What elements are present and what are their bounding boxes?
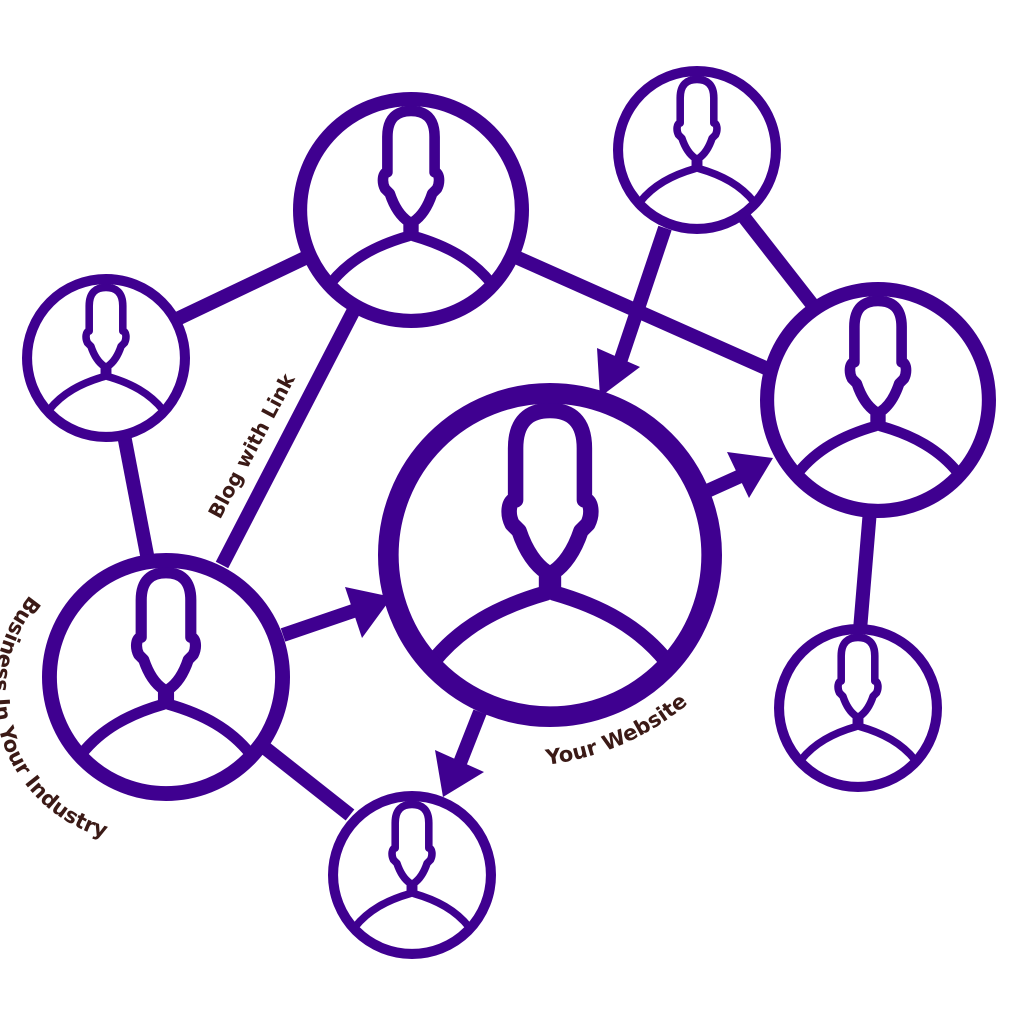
person-icon (300, 99, 522, 321)
arrow-head-bottomleft-center (345, 587, 392, 638)
edge-right-bottomright (853, 509, 877, 631)
edge-bottomleft-bottom (250, 734, 355, 821)
nodes (27, 71, 989, 954)
node-bottom-left (49, 560, 282, 793)
edges (117, 207, 877, 821)
node-bottom (333, 796, 491, 954)
edge-center-right (702, 467, 748, 499)
person-icon (618, 71, 776, 229)
edge-topright-center (611, 225, 672, 371)
edge-left-bottomleft (117, 433, 155, 562)
node-center (388, 393, 711, 716)
edge-topcenter-bottomleft (215, 304, 362, 569)
node-top-center (300, 99, 522, 321)
arrow-head-center-right (727, 452, 773, 498)
person-icon (27, 279, 185, 437)
arrowheads (345, 348, 773, 797)
node-top-right (618, 71, 776, 229)
person-icon (779, 629, 937, 787)
person-icon (388, 393, 711, 716)
node-right (767, 289, 989, 511)
edge-bottomleft-center (280, 601, 365, 642)
person-icon (333, 796, 491, 954)
node-left (27, 279, 185, 437)
node-bottom-right (779, 629, 937, 787)
person-icon (767, 289, 989, 511)
person-icon (49, 560, 282, 793)
edge-topcenter-right (515, 251, 773, 377)
edge-topright-right (734, 207, 821, 313)
edge-left-topcenter (171, 251, 309, 327)
edge-center-bottom (451, 709, 487, 771)
arrow-head-topright-center (597, 348, 640, 397)
arrow-head-center-bottom (435, 750, 484, 797)
